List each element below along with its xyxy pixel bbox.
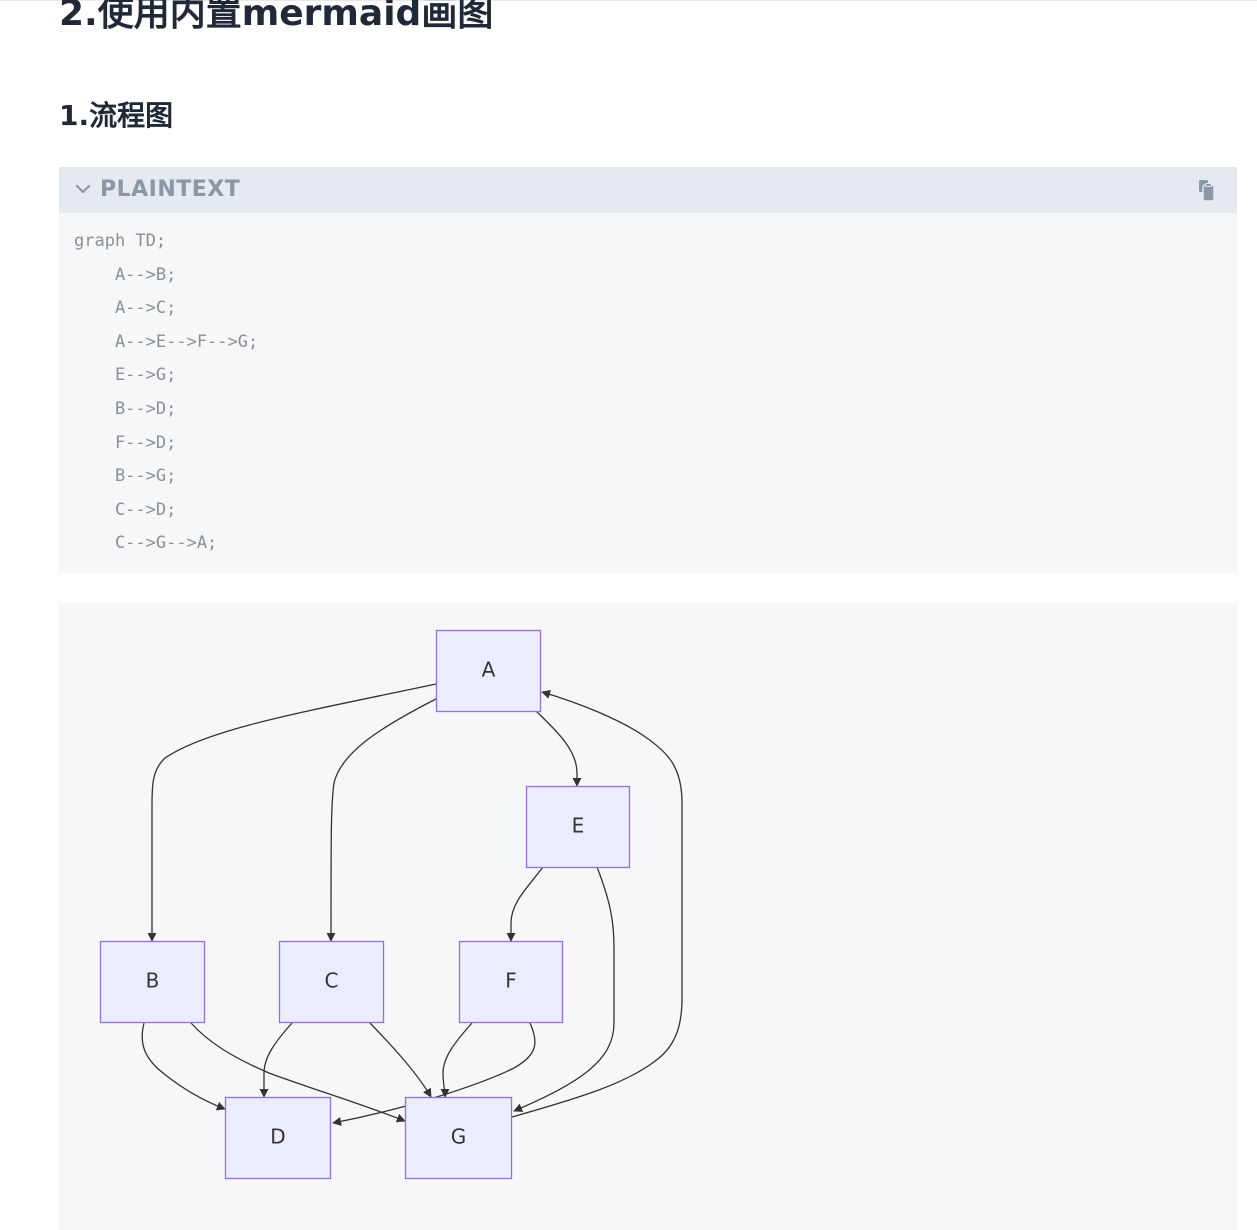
code-line: E-->G; bbox=[74, 365, 177, 386]
code-line: F-->D; bbox=[74, 432, 177, 453]
edge-c-g bbox=[369, 1022, 432, 1098]
node-b-label: B bbox=[146, 969, 160, 993]
edge-a-e bbox=[535, 710, 582, 787]
code-line: A-->C; bbox=[74, 298, 177, 319]
edge-f-g bbox=[440, 1022, 473, 1098]
edge-b-g bbox=[190, 1022, 406, 1123]
mermaid-diagram: A B C E F bbox=[59, 603, 1237, 1230]
node-f[interactable]: F bbox=[458, 940, 564, 1024]
code-body[interactable]: graph TD; A-->B; A-->C; A-->E-->F-->G; E… bbox=[74, 225, 258, 561]
chevron-down-icon[interactable] bbox=[75, 181, 91, 197]
section-title: 2.使用内置mermaid画图 bbox=[59, 0, 494, 34]
node-a[interactable]: A bbox=[435, 629, 542, 713]
node-d-label: D bbox=[270, 1125, 285, 1149]
code-block: PLAINTEXT graph TD; A-->B; A-->C; A-->E-… bbox=[59, 167, 1237, 573]
code-line: B-->D; bbox=[74, 398, 177, 419]
edge-a-b bbox=[147, 683, 437, 942]
node-f-label: F bbox=[505, 969, 517, 993]
code-line: A-->B; bbox=[74, 264, 177, 285]
node-g-label: G bbox=[451, 1125, 467, 1149]
code-header[interactable]: PLAINTEXT bbox=[59, 167, 1237, 213]
code-line: C-->D; bbox=[74, 499, 177, 520]
subsection-title: 1.流程图 bbox=[59, 99, 174, 132]
edge-b-d bbox=[141, 1022, 226, 1111]
top-divider bbox=[0, 0, 1257, 1]
node-e[interactable]: E bbox=[525, 785, 631, 869]
flowchart-svg: A B C E F bbox=[99, 629, 683, 1180]
code-line: B-->G; bbox=[74, 466, 177, 487]
code-language-label: PLAINTEXT bbox=[100, 177, 241, 202]
edge-g-a bbox=[511, 689, 683, 1118]
edge-a-c bbox=[326, 698, 437, 942]
nodes-group: A B C E F bbox=[99, 629, 631, 1180]
node-e-label: E bbox=[572, 814, 585, 838]
edge-e-g bbox=[513, 866, 615, 1112]
edge-f-d bbox=[332, 1022, 536, 1126]
code-line: C-->G-->A; bbox=[74, 533, 218, 554]
node-d[interactable]: D bbox=[224, 1096, 332, 1180]
code-line: A-->E-->F-->G; bbox=[74, 331, 259, 352]
code-line: graph TD; bbox=[74, 231, 167, 251]
edge-c-d bbox=[259, 1022, 293, 1098]
edge-e-f bbox=[506, 866, 544, 942]
node-b[interactable]: B bbox=[99, 940, 206, 1024]
node-c-label: C bbox=[325, 969, 339, 993]
copy-icon[interactable] bbox=[1194, 179, 1218, 203]
node-a-label: A bbox=[482, 658, 496, 682]
edges-group bbox=[141, 683, 683, 1126]
node-g[interactable]: G bbox=[404, 1096, 513, 1180]
node-c[interactable]: C bbox=[278, 940, 385, 1024]
